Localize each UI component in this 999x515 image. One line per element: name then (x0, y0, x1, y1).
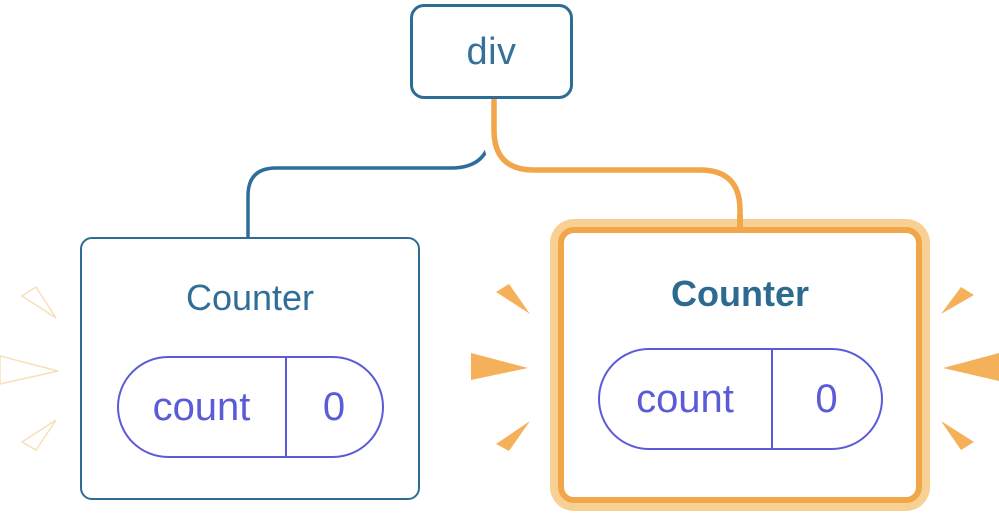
burst-icon (941, 287, 974, 314)
connector-core-stub (737, 215, 743, 229)
connector-right-core (491, 97, 743, 218)
burst-group-left-counter (0, 285, 59, 451)
state-value: 0 (322, 384, 346, 429)
burst-icon (20, 419, 57, 451)
burst-group-right-counter-right (941, 287, 999, 450)
tree-node-counter-right: Counter count 0 (558, 227, 922, 503)
state-key-label: count (119, 358, 287, 456)
connector-right-casing (482, 97, 752, 218)
burst-icon (496, 284, 530, 314)
counter-title: Counter (185, 277, 315, 318)
tree-node-div: div (410, 4, 573, 99)
burst-group-right-counter-left (471, 284, 530, 451)
state-value: 0 (815, 376, 838, 421)
state-pill: count 0 (116, 356, 384, 458)
connector-left-blue (246, 99, 493, 240)
tree-node-counter-left: Counter count 0 (80, 237, 420, 500)
node-label: div (466, 30, 517, 73)
burst-icon (941, 421, 974, 450)
burst-icon (943, 353, 999, 381)
state-pill: count 0 (597, 348, 883, 450)
burst-icon (496, 421, 530, 451)
counter-title: Counter (671, 273, 809, 314)
state-key-label: count (600, 350, 773, 448)
burst-icon (20, 285, 57, 319)
burst-icon (471, 353, 528, 380)
burst-icon (0, 355, 59, 385)
